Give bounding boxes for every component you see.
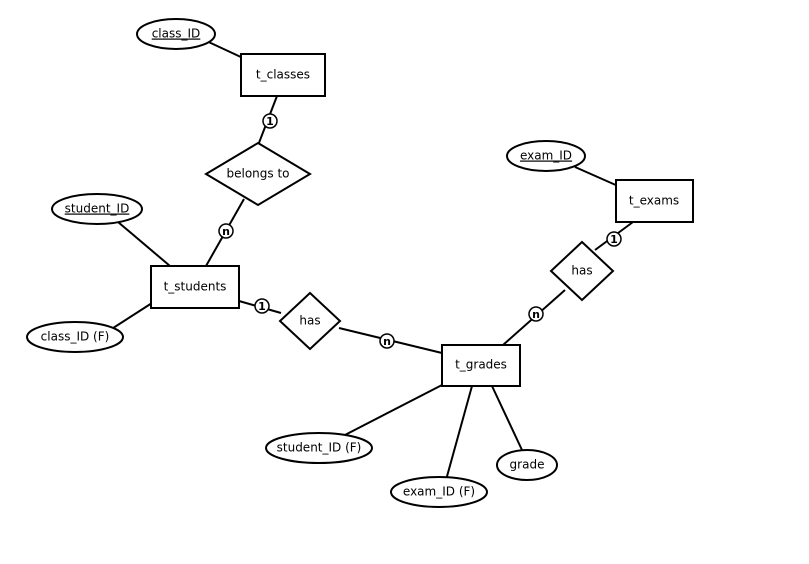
relationship-label: has bbox=[571, 264, 592, 278]
entity-t-students[interactable]: t_students bbox=[150, 265, 240, 309]
attribute-student-id-f[interactable]: student_ID (F) bbox=[265, 432, 373, 464]
entity-t-classes[interactable]: t_classes bbox=[240, 53, 326, 97]
svg-text:1: 1 bbox=[258, 300, 266, 313]
relationship-belongs-to[interactable]: belongs to bbox=[204, 141, 312, 207]
connector-lines bbox=[109, 37, 634, 481]
attribute-label: student_ID (F) bbox=[277, 441, 362, 455]
cardinality-marker-grades-has-students: n bbox=[379, 333, 395, 349]
entity-t-grades[interactable]: t_grades bbox=[441, 344, 521, 387]
edge-grades-studentidf bbox=[342, 384, 443, 437]
svg-text:n: n bbox=[532, 308, 540, 321]
svg-text:n: n bbox=[222, 225, 230, 238]
attribute-label: class_ID (F) bbox=[41, 330, 110, 344]
cardinality-marker-classes-belongs: 1 bbox=[262, 113, 278, 129]
attribute-label: exam_ID (F) bbox=[403, 485, 475, 499]
attribute-class-id-f[interactable]: class_ID (F) bbox=[26, 321, 124, 353]
attribute-student-id[interactable]: student_ID bbox=[51, 193, 143, 225]
svg-text:1: 1 bbox=[610, 233, 618, 246]
relationship-label: has bbox=[299, 314, 320, 328]
attribute-label: exam_ID bbox=[520, 149, 572, 163]
attribute-label: class_ID bbox=[152, 27, 201, 41]
entity-t-exams[interactable]: t_exams bbox=[615, 179, 694, 223]
edge-studentid-students bbox=[117, 221, 171, 267]
attribute-class-id[interactable]: class_ID bbox=[136, 18, 216, 50]
relationship-label: belongs to bbox=[226, 167, 289, 181]
edge-grades-grade bbox=[491, 385, 523, 451]
svg-text:n: n bbox=[383, 335, 391, 348]
relationship-exams-has[interactable]: has bbox=[549, 240, 615, 302]
edge-classidf-students bbox=[109, 302, 153, 331]
cardinality-marker-grades-has-exams: n bbox=[528, 306, 544, 322]
svg-text:1: 1 bbox=[266, 115, 274, 128]
attribute-label: student_ID bbox=[65, 202, 130, 216]
entity-label: t_classes bbox=[256, 68, 310, 82]
attribute-grade[interactable]: grade bbox=[496, 449, 558, 481]
cardinality-marker-exams-has: 1 bbox=[606, 231, 622, 247]
attribute-label: grade bbox=[510, 458, 545, 472]
cardinality-marker-students-belongs: n bbox=[218, 223, 234, 239]
relationship-students-has[interactable]: has bbox=[278, 291, 342, 351]
entity-label: t_students bbox=[164, 280, 227, 294]
attribute-exam-id-f[interactable]: exam_ID (F) bbox=[390, 476, 488, 508]
cardinality-marker-students-has: 1 bbox=[254, 298, 270, 314]
edge-grades-examidf bbox=[445, 385, 473, 481]
edge-examid-exams bbox=[574, 166, 619, 187]
attribute-exam-id[interactable]: exam_ID bbox=[506, 140, 586, 172]
entity-label: t_grades bbox=[455, 358, 507, 372]
entity-label: t_exams bbox=[629, 194, 679, 208]
